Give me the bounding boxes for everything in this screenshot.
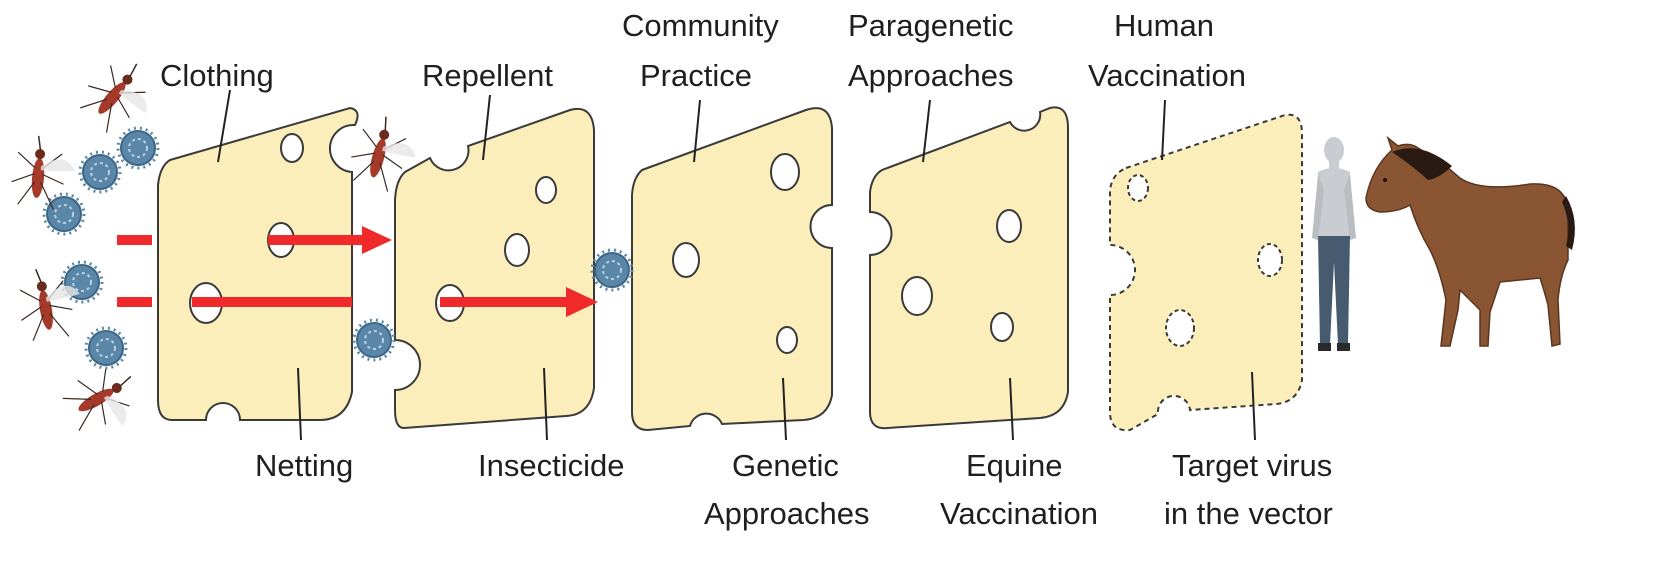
virus-icon	[592, 250, 632, 290]
label-netting: Netting	[255, 448, 353, 483]
leader-line-human	[1162, 100, 1165, 160]
label-human-line1: Human	[1114, 8, 1214, 43]
label-equine-line1: Equine	[966, 448, 1063, 483]
label-target-line1: Target virus	[1172, 448, 1332, 483]
label-human-line2: Vaccination	[1088, 58, 1246, 93]
label-equine-line2: Vaccination	[940, 496, 1098, 531]
label-community-line1: Community	[622, 8, 779, 43]
label-target-line2: in the vector	[1164, 496, 1333, 531]
label-clothing: Clothing	[160, 58, 274, 93]
virus-icon	[354, 320, 394, 360]
barrier-slice-clothing-netting	[158, 108, 358, 420]
label-genetic-line1: Genetic	[732, 448, 839, 483]
virus-icon	[118, 128, 158, 168]
label-paragenetic-line2: Approaches	[848, 58, 1013, 93]
human-figure-icon	[1312, 137, 1356, 351]
barrier-slice-community-genetic	[632, 108, 832, 430]
label-repellent: Repellent	[422, 58, 553, 93]
virus-icon	[86, 328, 126, 368]
label-insecticide: Insecticide	[478, 448, 624, 483]
barrier-slice-paragenetic-equine	[870, 107, 1068, 428]
horse-icon	[1366, 138, 1575, 346]
label-paragenetic-line1: Paragenetic	[848, 8, 1013, 43]
virus-icon	[44, 194, 84, 234]
mosquito-icon	[73, 49, 167, 144]
barrier-slice-target-virus	[1110, 115, 1302, 430]
virus-icon	[80, 152, 120, 192]
label-community-line2: Practice	[640, 58, 752, 93]
label-genetic-line2: Approaches	[704, 496, 869, 531]
barrier-slice-repellent-insecticide	[395, 109, 594, 428]
mosquito-icon	[57, 356, 150, 446]
